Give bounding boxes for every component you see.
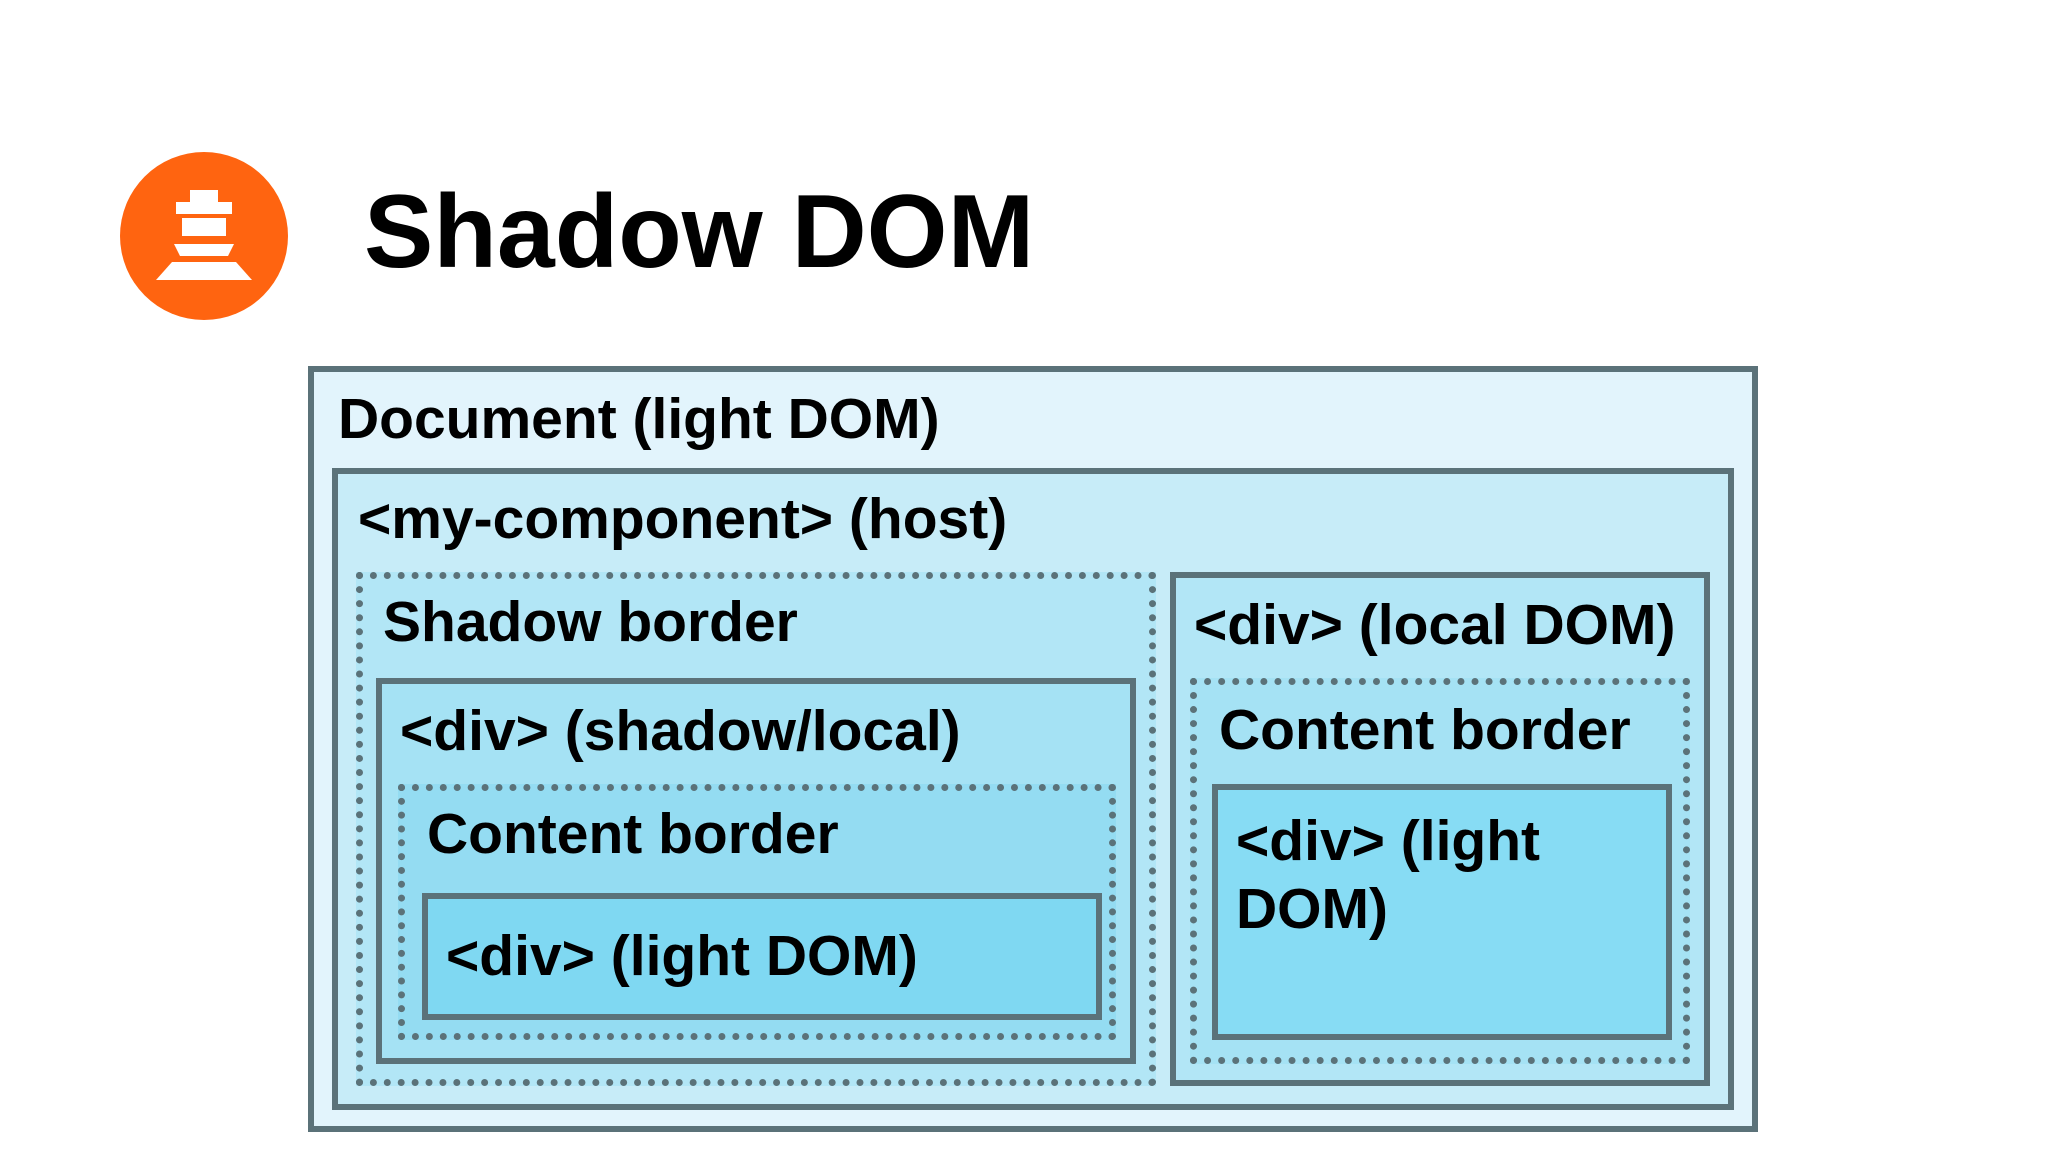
shadow-div-label: <div> (shadow/local) xyxy=(400,699,961,763)
local-div-label: <div> (local DOM) xyxy=(1194,593,1676,657)
shadow-border-label: Shadow border xyxy=(383,590,798,654)
local-content-border-label: Content border xyxy=(1219,698,1631,762)
shadow-light-div-label: <div> (light DOM) xyxy=(446,924,918,988)
local-light-dom-div-box: <div> (light DOM) xyxy=(1212,784,1672,1040)
host-label: <my-component> (host) xyxy=(358,487,1008,551)
shadow-content-border-label: Content border xyxy=(427,802,839,866)
local-light-div-label-line2: DOM) xyxy=(1236,877,1388,941)
polymer-logo-icon xyxy=(120,152,288,320)
local-light-div-label-line1: <div> (light xyxy=(1236,809,1541,873)
logo-figure xyxy=(156,190,252,280)
shadow-light-dom-div-box: <div> (light DOM) xyxy=(422,893,1102,1020)
page-title: Shadow DOM xyxy=(364,174,1035,290)
document-label: Document (light DOM) xyxy=(338,387,940,451)
